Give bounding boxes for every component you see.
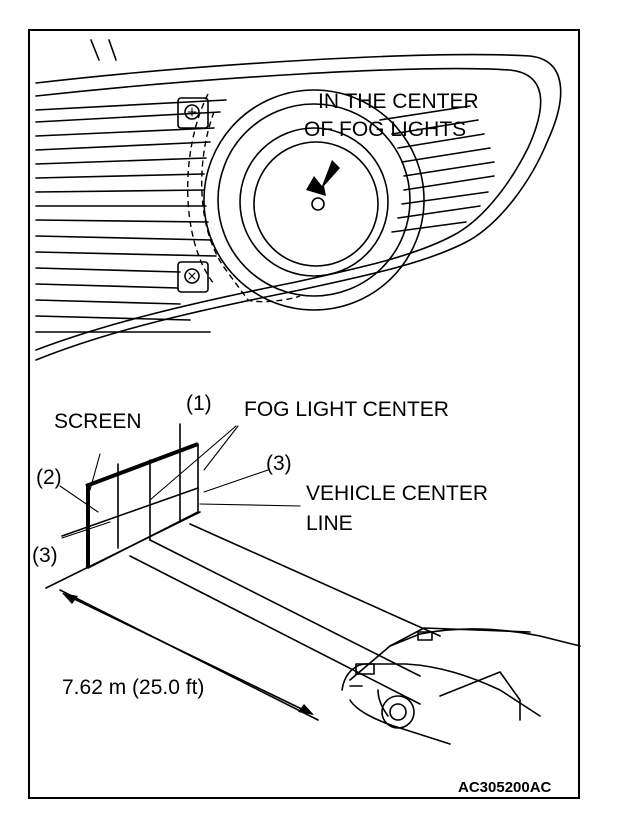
figure-border <box>28 29 580 799</box>
aiming-setup <box>45 423 581 745</box>
figure-code: AC305200AC <box>458 779 552 796</box>
distance-label: 7.62 m (25.0 ft) <box>62 676 204 699</box>
vehicle-rear-view <box>341 627 581 745</box>
fog-light-detail <box>35 39 562 361</box>
vehicle-center-line-label-1: VEHICLE CENTER <box>306 482 488 505</box>
vehicle-center-line-label-2: LINE <box>306 512 353 535</box>
ref-label-1: (1) <box>186 392 212 415</box>
center-label-line2: OF FOG LIGHTS <box>304 118 466 141</box>
ref-label-2: (2) <box>36 466 62 489</box>
ref-label-3-right: (3) <box>266 452 292 475</box>
screen-label: SCREEN <box>54 410 142 433</box>
grille-slats <box>35 99 495 333</box>
center-arrow <box>306 160 340 196</box>
center-label-line1: IN THE CENTER <box>318 90 479 113</box>
fog-light-center-label: FOG LIGHT CENTER <box>244 398 449 421</box>
ref-label-3-left: (3) <box>32 544 58 567</box>
